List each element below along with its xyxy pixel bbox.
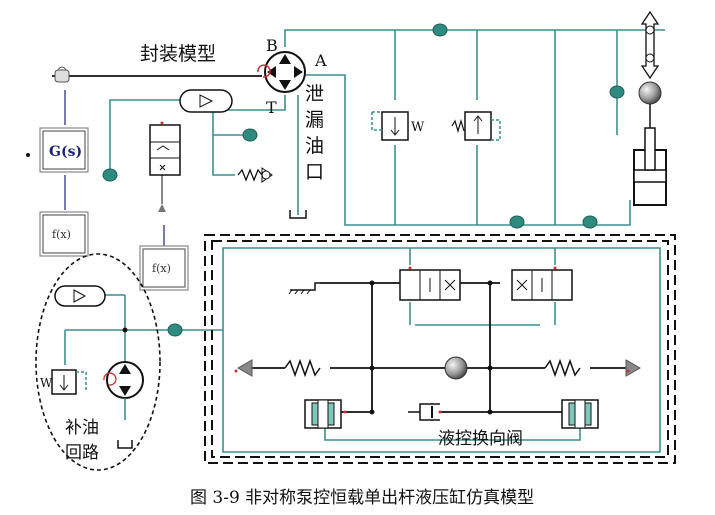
junction-node: [102, 168, 118, 182]
load-mass-icon: [638, 81, 662, 128]
leak-port-label-3: 油: [305, 135, 324, 157]
junction-node: [582, 215, 598, 229]
fx-block-left: f(x): [39, 211, 89, 257]
makeup-valve-icon: W: [40, 369, 87, 395]
control-valve-left-icon: [149, 124, 181, 212]
hydraulic-cylinder-icon: [633, 127, 667, 206]
junction-node: [167, 323, 183, 337]
pilot-pill-top-icon: [179, 89, 233, 113]
port-a-label: A: [314, 51, 327, 70]
main-pump-icon: [257, 51, 306, 93]
mech-ground-icon: [288, 282, 320, 295]
signal-lines: [64, 90, 165, 248]
makeup-label-2: 回路: [65, 443, 99, 463]
junction-node: [242, 128, 258, 142]
spool-mass-icon: [444, 356, 468, 380]
figure-caption: 图 3-9 非对称泵控恒载单出杆液压缸仿真模型: [190, 487, 534, 508]
makeup-pill-icon: [54, 285, 106, 307]
leak-port-label-4: 口: [305, 161, 324, 183]
svg-text:W: W: [411, 120, 425, 135]
port-markers: [160, 121, 630, 414]
spool-valve-left-icon: [399, 269, 461, 301]
mech-junctions: [122, 280, 493, 415]
makeup-tank-icon: [117, 440, 133, 449]
pilot-valve-label: 液控换向阀: [438, 429, 523, 449]
makeup-circuit-boundary: [35, 253, 161, 471]
transfer-function-label: G(s): [49, 144, 82, 160]
hydraulic-lines: [64, 29, 665, 453]
check-valve-spring-icon: [237, 167, 273, 183]
fx-block-mid: f(x): [139, 245, 189, 291]
junction-node: [432, 23, 448, 37]
svg-text:W: W: [40, 376, 53, 390]
mechanical-lines: [52, 75, 628, 413]
makeup-pump-icon: [103, 361, 144, 399]
pilot-valve-outer-box: [204, 234, 676, 464]
makeup-label-1: 补油: [65, 418, 99, 438]
leak-port-label-2: 漏: [305, 109, 324, 131]
relief-valve-2-icon: [451, 111, 501, 141]
pilot-chamber-right-icon: [561, 399, 599, 429]
tank-icon: [289, 210, 307, 219]
relief-valve-1-icon: W: [371, 111, 425, 141]
force-sensor-icon: [640, 10, 660, 80]
fx-label-mid: f(x): [152, 262, 171, 275]
rotary-source-icon: [54, 66, 70, 83]
fx-label-left: f(x): [52, 228, 71, 241]
pilot-chamber-left-icon: [304, 399, 342, 429]
leak-port-label-1: 泄: [305, 83, 324, 105]
junction-node: [509, 215, 525, 229]
damper-icon: [408, 403, 440, 421]
junction-node: [609, 85, 625, 99]
spool-valve-right-icon: [511, 269, 573, 301]
junction-nodes: [102, 23, 625, 337]
spring-left-icon: [236, 358, 321, 378]
model-title-label: 封装模型: [140, 43, 216, 65]
transfer-function-block: G(s): [39, 127, 89, 173]
port-b-label: B: [266, 36, 278, 55]
spring-right-icon: [544, 358, 642, 378]
port-t-label: T: [266, 98, 277, 117]
